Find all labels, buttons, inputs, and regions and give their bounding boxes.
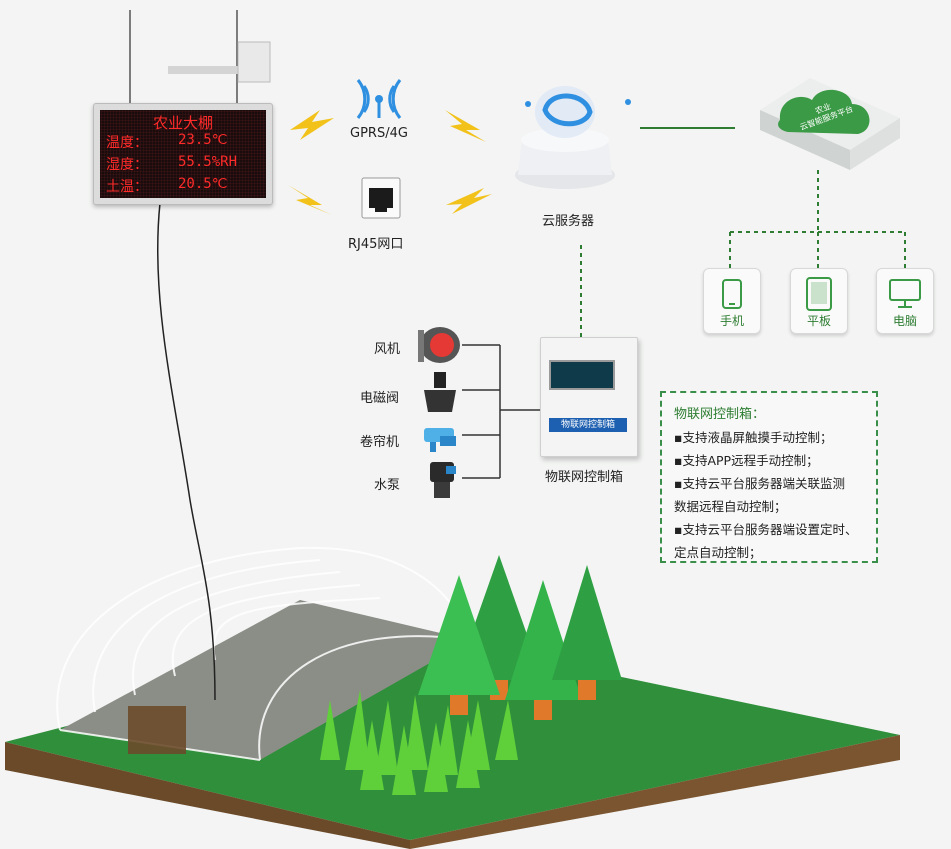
lightning-bolts: [288, 110, 492, 215]
device-label: 手机: [719, 314, 744, 328]
led-row-label: 湿度：: [106, 157, 148, 173]
info-panel-title: 物联网控制箱：: [674, 407, 766, 422]
device-label: 电脑: [892, 314, 917, 328]
lightning-icon: [446, 188, 492, 214]
grass: [320, 690, 518, 795]
device-phone: 手机: [703, 268, 761, 334]
ground-side-left: [5, 742, 410, 849]
led-row-humidity: 湿度： 55.5%RH: [106, 154, 237, 174]
rj45-port-icon: [361, 177, 401, 219]
lightning-icon: [288, 185, 332, 215]
trees: [418, 555, 622, 720]
actuator-label-roller: 卷帘机: [360, 435, 400, 450]
led-row-temperature: 温度： 23.5℃: [106, 132, 227, 152]
cloud-server-label: 云服务器: [542, 214, 595, 229]
led-row-soil-temperature: 土温： 20.5℃: [106, 176, 227, 196]
water-pump-icon: [430, 462, 456, 498]
weather-shield-icon: [237, 41, 271, 83]
lightning-icon: [445, 110, 486, 142]
rj45-label: RJ45网口: [348, 237, 404, 252]
device-computer: 电脑: [876, 268, 934, 334]
info-line: ▪支持液晶屏触摸手动控制；: [674, 430, 833, 445]
led-title: 农业大棚: [152, 114, 213, 132]
sensor-cable: [156, 202, 216, 701]
info-line: 定点自动控制；: [674, 545, 762, 560]
roller-motor-icon: [424, 428, 456, 452]
led-row-value: 55.5%RH: [178, 154, 238, 170]
iot-control-box: 物联网控制箱: [540, 337, 638, 457]
info-line: 数据远程自动控制；: [674, 499, 787, 514]
lightning-icon: [290, 110, 334, 140]
ground-side-right: [410, 735, 900, 849]
actuator-label-solenoid-valve: 电磁阀: [360, 391, 400, 406]
cloud-server-icon: [515, 86, 631, 189]
control-box-plate: 物联网控制箱: [549, 418, 627, 432]
control-box-screen: [549, 360, 615, 390]
sensor-bracket: [168, 66, 240, 74]
phone-icon: [722, 279, 742, 309]
soil-patch: [128, 706, 186, 754]
solenoid-valve-icon: [424, 372, 456, 412]
led-row-label: 温度：: [106, 135, 148, 151]
info-line: ▪支持云平台服务器端关联监测: [674, 476, 845, 491]
actuator-label-fan: 风机: [374, 342, 401, 357]
info-panel: 物联网控制箱： ▪支持液晶屏触摸手动控制； ▪支持APP远程手动控制； ▪支持云…: [660, 391, 878, 563]
device-tablet: 平板: [790, 268, 848, 334]
cloud-platform-icon: [760, 78, 900, 170]
led-row-label: 土温：: [106, 179, 148, 195]
device-label: 平板: [806, 314, 831, 328]
tablet-icon: [806, 277, 832, 311]
info-line: ▪支持APP远程手动控制；: [674, 453, 819, 468]
led-display-board: 农业大棚 温度： 23.5℃ 湿度： 55.5%RH 土温： 20.5℃: [93, 103, 273, 205]
control-box-caption: 物联网控制箱: [545, 470, 624, 485]
gprs-label: GPRS/4G: [350, 126, 408, 141]
monitor-icon: [889, 279, 921, 308]
antenna-icon: [356, 79, 402, 119]
actuator-label-pump: 水泵: [374, 478, 401, 493]
fan-icon: [418, 327, 460, 363]
info-line: ▪支持云平台服务器端设置定时、: [674, 522, 858, 537]
led-screen: 农业大棚 温度： 23.5℃ 湿度： 55.5%RH 土温： 20.5℃: [100, 110, 266, 198]
led-row-value: 23.5℃: [178, 132, 228, 148]
led-row-value: 20.5℃: [178, 176, 228, 192]
greenhouse-frame: [56, 546, 471, 761]
